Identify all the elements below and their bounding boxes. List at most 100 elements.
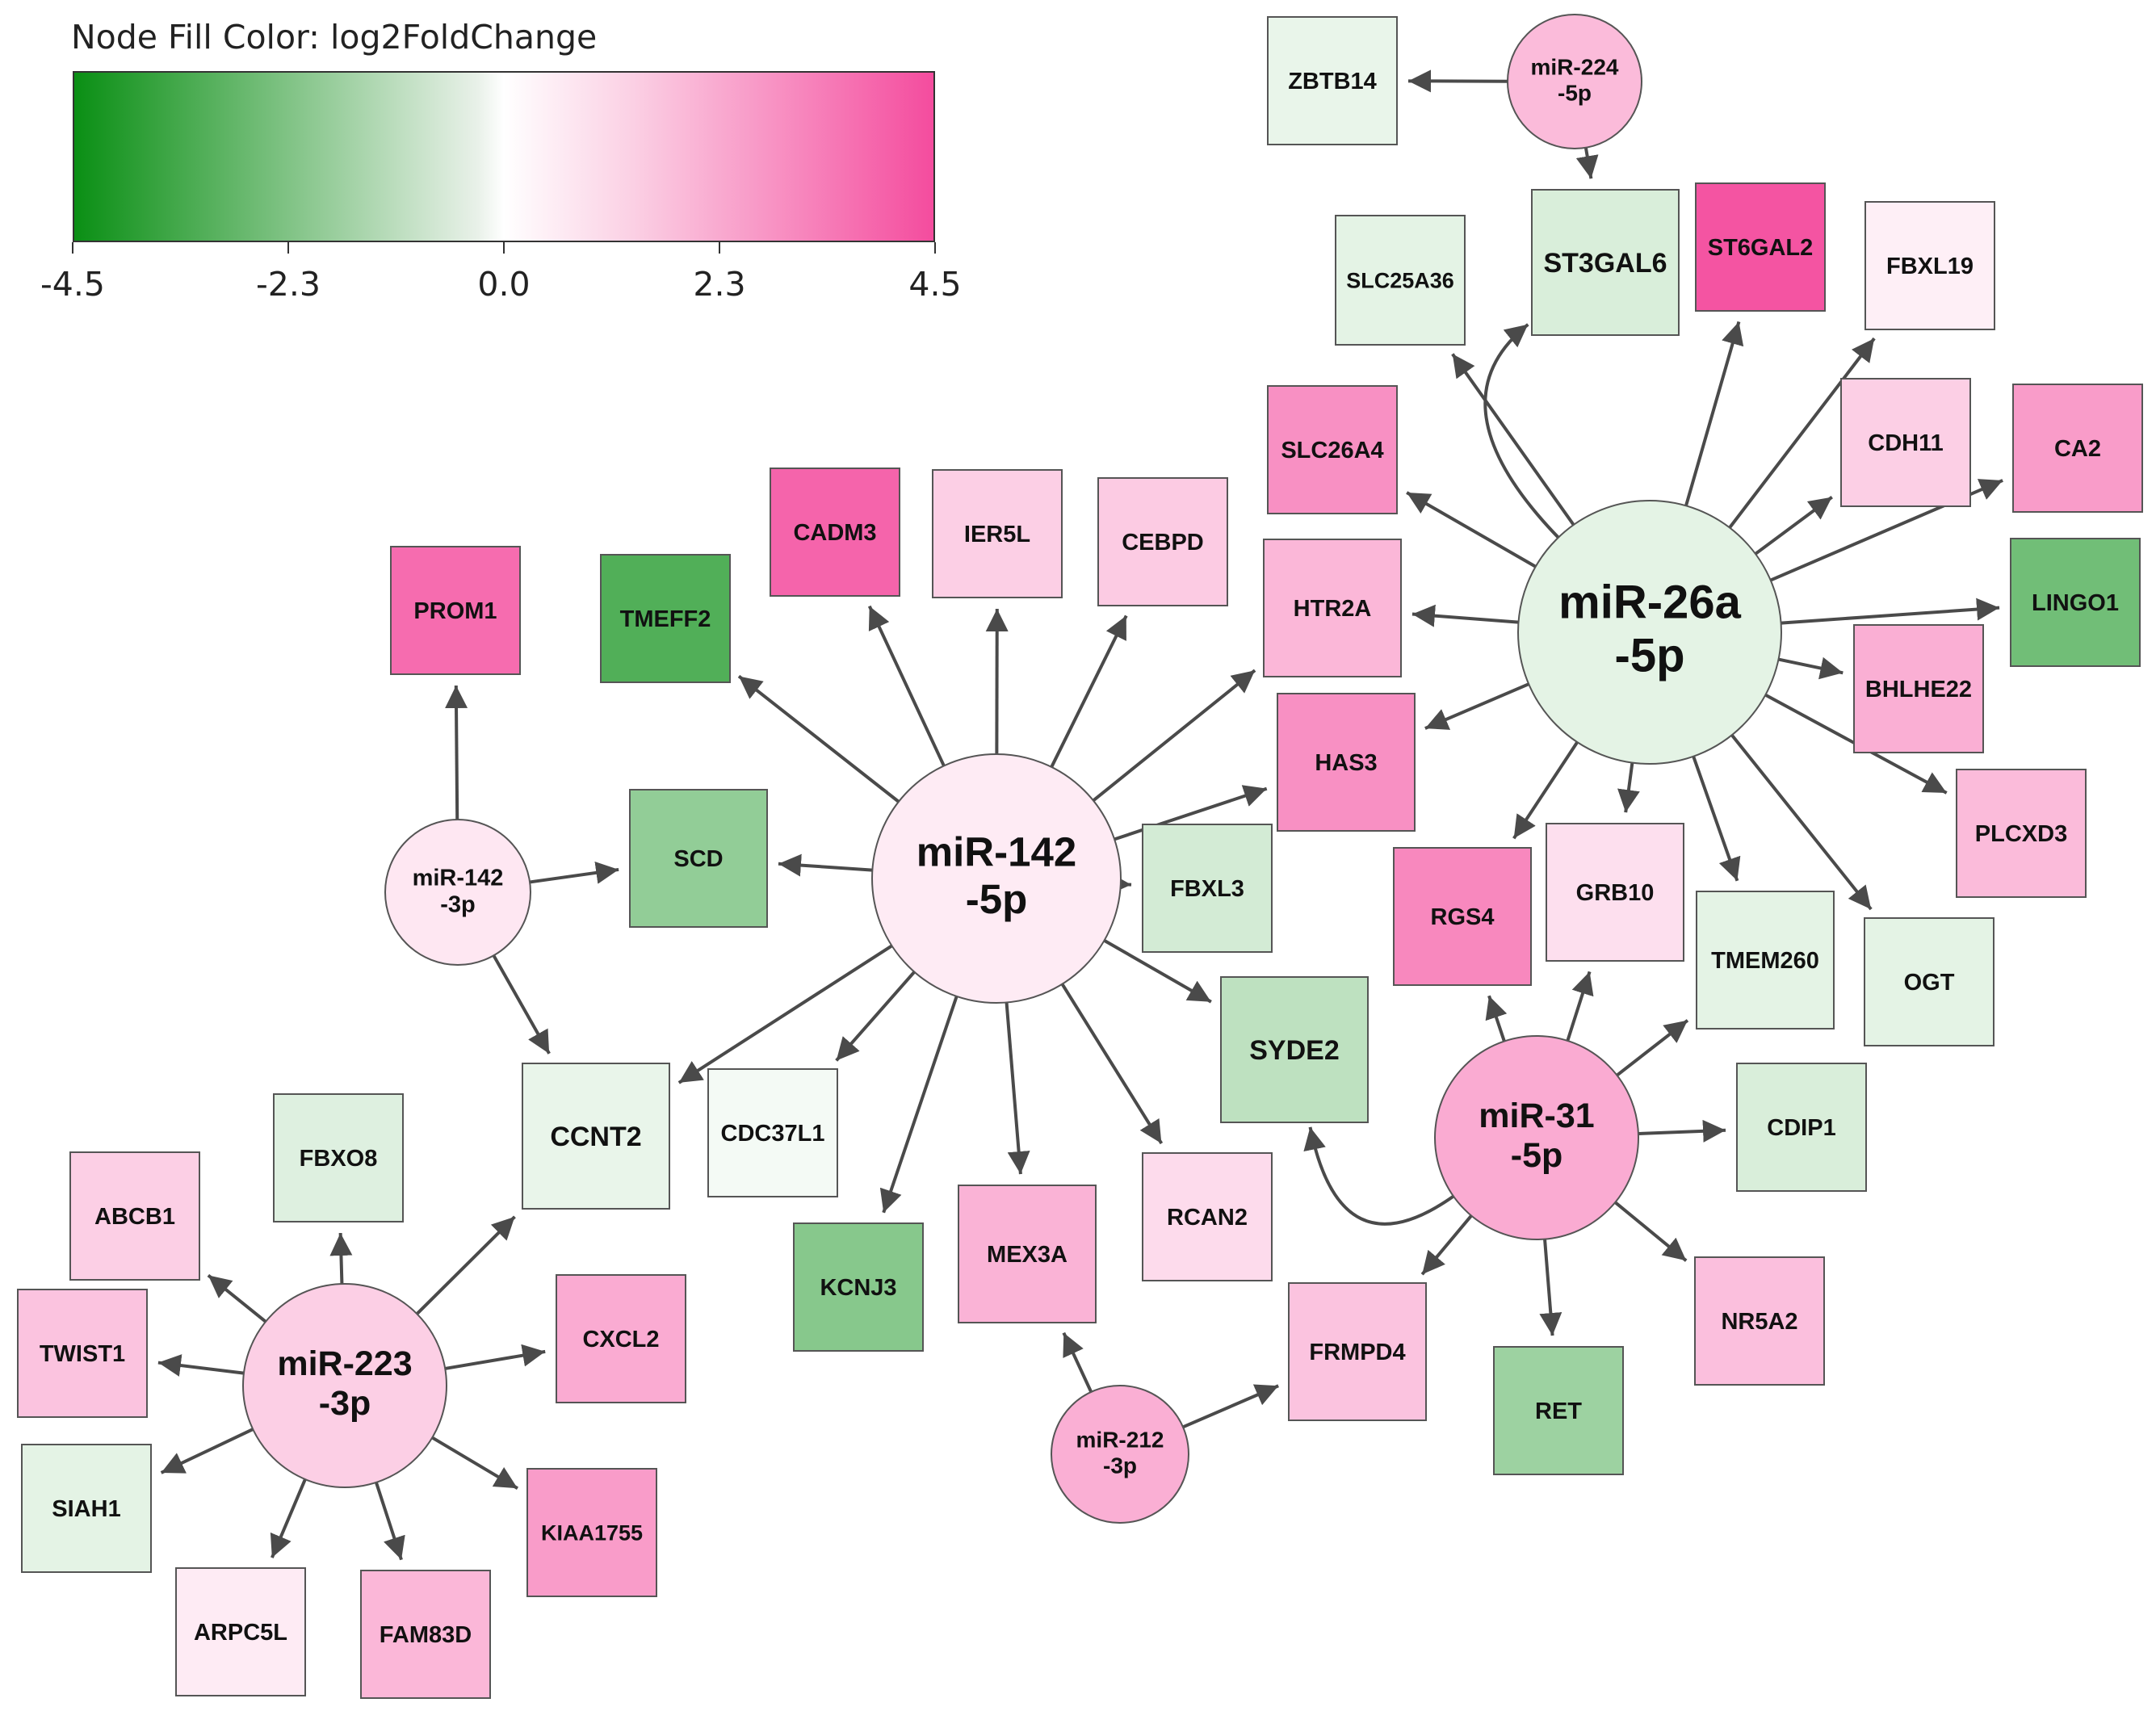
legend-tick-mark: [934, 242, 936, 254]
gene-node-fbxl19[interactable]: FBXL19: [1864, 201, 1995, 330]
edge-mir-223-3p-to-cxcl2: [444, 1344, 546, 1370]
gene-node-fbxl3[interactable]: FBXL3: [1142, 824, 1273, 953]
edge-mir-142-5p-to-mex3a: [1005, 1002, 1030, 1175]
gene-node-lingo1[interactable]: LINGO1: [2010, 538, 2141, 667]
mirna-label-line: -5p: [1558, 81, 1592, 106]
mirna-node-mir-212-3p[interactable]: miR-212-3p: [1051, 1385, 1189, 1524]
gene-box: [273, 1093, 404, 1222]
edge-mir-142-5p-to-scd: [778, 853, 873, 877]
gene-node-mex3a[interactable]: MEX3A: [958, 1185, 1097, 1323]
gene-box: [1393, 847, 1532, 986]
gene-node-bhlhe22[interactable]: BHLHE22: [1853, 624, 1984, 753]
gene-node-fbxo8[interactable]: FBXO8: [273, 1093, 404, 1222]
gene-box: [1840, 378, 1971, 507]
gene-label: RET: [1535, 1399, 1582, 1424]
mirna-label-line: -5p: [1615, 630, 1685, 682]
mirna-circle: [384, 819, 531, 966]
edge-mir-223-3p-to-ccnt2: [415, 1215, 516, 1315]
gene-node-nr5a2[interactable]: NR5A2: [1694, 1256, 1825, 1386]
gene-node-arpc5l[interactable]: ARPC5L: [175, 1567, 306, 1696]
gene-node-has3[interactable]: HAS3: [1277, 693, 1416, 832]
gene-node-zbtb14[interactable]: ZBTB14: [1267, 16, 1398, 145]
mirna-node-mir-142-5p[interactable]: miR-142-5p: [871, 753, 1122, 1004]
gene-node-fam83d[interactable]: FAM83D: [360, 1570, 491, 1699]
edge-mir-223-3p-to-abcb1: [207, 1273, 267, 1323]
gene-label: FAM83D: [380, 1622, 472, 1648]
mirna-label-line: -3p: [319, 1384, 371, 1423]
mirna-node-mir-31-5p[interactable]: miR-31-5p: [1434, 1035, 1639, 1240]
gene-node-ret[interactable]: RET: [1493, 1346, 1624, 1475]
gene-node-frmpd4[interactable]: FRMPD4: [1288, 1282, 1427, 1421]
gene-node-cadm3[interactable]: CADM3: [770, 468, 900, 597]
gene-node-ogt[interactable]: OGT: [1864, 917, 1995, 1046]
gene-box: [1864, 201, 1995, 330]
edge-mir-26a-5p-to-fbxl19: [1728, 337, 1876, 529]
gene-label: FBXL3: [1170, 876, 1244, 902]
mirna-node-mir-26a-5p[interactable]: miR-26a-5p: [1517, 500, 1782, 765]
edge-mir-142-5p-to-fbxl3: [1108, 872, 1132, 895]
gene-node-rcan2[interactable]: RCAN2: [1142, 1152, 1273, 1281]
gene-node-slc25a36[interactable]: SLC25A36: [1335, 215, 1466, 346]
gene-node-plcxd3[interactable]: PLCXD3: [1956, 769, 2087, 898]
gene-node-st3gal6[interactable]: ST3GAL6: [1531, 189, 1680, 336]
gene-box: [1097, 477, 1228, 606]
edge-mir-142-5p-to-rcan2: [1060, 983, 1164, 1145]
gene-node-rgs4[interactable]: RGS4: [1393, 847, 1532, 986]
gene-node-scd[interactable]: SCD: [629, 789, 768, 928]
gene-label: PROM1: [413, 598, 497, 624]
gene-box: [1277, 693, 1416, 832]
gene-label: CEBPD: [1122, 530, 1204, 556]
gene-label: CADM3: [793, 520, 876, 546]
gene-node-htr2a[interactable]: HTR2A: [1263, 539, 1402, 677]
gene-node-ier5l[interactable]: IER5L: [932, 469, 1063, 598]
gene-node-ccnt2[interactable]: CCNT2: [522, 1063, 670, 1210]
gene-node-grb10[interactable]: GRB10: [1546, 823, 1684, 962]
gene-node-cdc37l1[interactable]: CDC37L1: [707, 1068, 838, 1197]
gene-box: [600, 554, 731, 683]
gene-node-kiaa1755[interactable]: KIAA1755: [526, 1468, 657, 1597]
gene-label: SIAH1: [52, 1496, 120, 1522]
gene-node-ca2[interactable]: CA2: [2012, 384, 2143, 513]
gene-node-tmeff2[interactable]: TMEFF2: [600, 554, 731, 683]
gene-label: CCNT2: [550, 1122, 641, 1152]
mirna-node-mir-223-3p[interactable]: miR-223-3p: [242, 1283, 447, 1488]
gene-label: TWIST1: [40, 1341, 125, 1367]
gene-node-syde2[interactable]: SYDE2: [1220, 976, 1369, 1123]
edge-mir-31-5p-to-tmem260: [1616, 1019, 1689, 1077]
edge-mir-31-5p-to-frmpd4: [1420, 1214, 1473, 1276]
gene-node-prom1[interactable]: PROM1: [390, 546, 521, 675]
gene-box: [1853, 624, 1984, 753]
edge-mir-212-3p-to-frmpd4: [1182, 1384, 1279, 1429]
gene-box: [1267, 16, 1398, 145]
gene-node-cdh11[interactable]: CDH11: [1840, 378, 1971, 507]
edge-mir-26a-5p-to-rgs4: [1512, 740, 1579, 840]
mirna-label-line: miR-224: [1531, 55, 1619, 80]
gene-node-cdip1[interactable]: CDIP1: [1736, 1063, 1867, 1192]
edge-mir-142-3p-to-prom1: [445, 685, 468, 820]
mirna-node-mir-142-3p[interactable]: miR-142-3p: [384, 819, 531, 966]
gene-node-tmem260[interactable]: TMEM260: [1696, 891, 1835, 1030]
gene-node-abcb1[interactable]: ABCB1: [69, 1151, 200, 1281]
gene-box: [1335, 215, 1466, 346]
gene-box: [1267, 385, 1398, 514]
gene-node-st6gal2[interactable]: ST6GAL2: [1695, 182, 1826, 312]
gene-node-cebpd[interactable]: CEBPD: [1097, 477, 1228, 606]
gene-node-twist1[interactable]: TWIST1: [17, 1289, 148, 1418]
gene-box: [770, 468, 900, 597]
gene-node-cxcl2[interactable]: CXCL2: [556, 1274, 686, 1403]
legend-tick-label: 0.0: [477, 265, 531, 304]
edge-mir-142-5p-to-cadm3: [867, 605, 946, 767]
edge-mir-223-3p-to-kiaa1755: [431, 1436, 518, 1490]
gene-node-kcnj3[interactable]: KCNJ3: [793, 1222, 924, 1352]
edge-mir-142-3p-to-scd: [529, 861, 619, 884]
gene-label: FBXL19: [1886, 254, 1974, 279]
mirna-circle: [1434, 1035, 1639, 1240]
gene-node-siah1[interactable]: SIAH1: [21, 1444, 152, 1573]
edge-mir-26a-5p-to-grb10: [1617, 762, 1640, 813]
edge-mir-142-5p-to-kcnj3: [879, 996, 958, 1214]
edge-mir-26a-5p-to-tmem260: [1692, 756, 1741, 882]
edge-mir-142-3p-to-ccnt2: [492, 954, 551, 1055]
mirna-node-mir-224-5p[interactable]: miR-224-5p: [1507, 14, 1642, 149]
gene-node-slc26a4[interactable]: SLC26A4: [1267, 385, 1398, 514]
